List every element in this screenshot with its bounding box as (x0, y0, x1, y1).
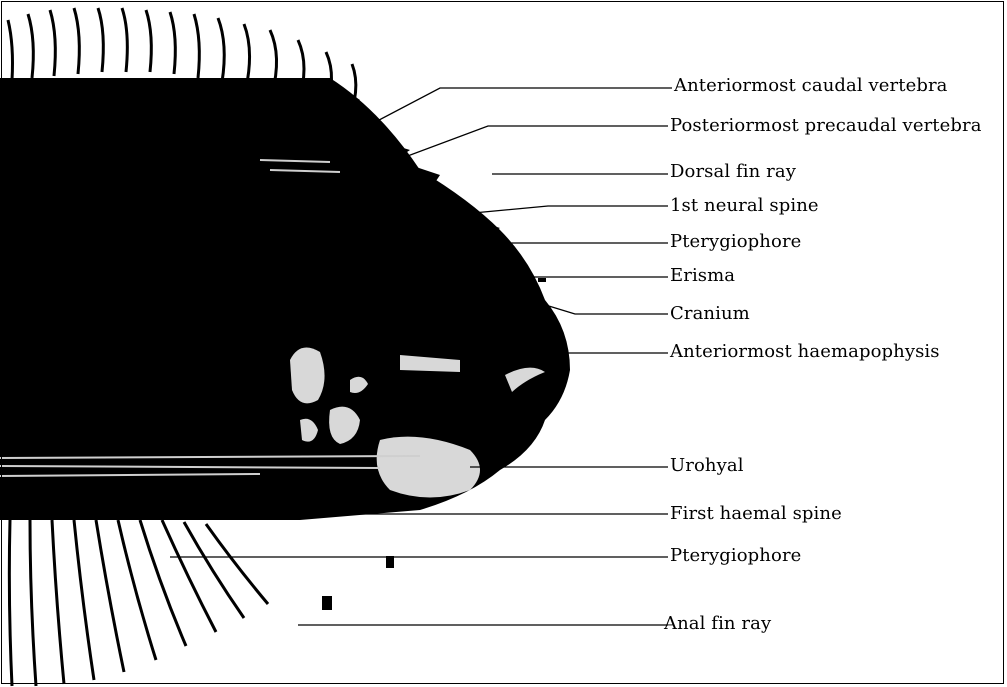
label-anal-fin-ray: Anal fin ray (664, 614, 771, 634)
label-pterygiophore-dorsal: Pterygiophore (670, 232, 801, 252)
label-first-neural-spine: 1st neural spine (670, 196, 819, 216)
body-silhouette (0, 78, 570, 520)
label-anteriormost-haemapophysis: Anteriormost haemapophysis (670, 342, 940, 362)
leader-line-first-neural-spine (452, 206, 668, 215)
label-anteriormost-caudal-vertebra: Anteriormost caudal vertebra (674, 76, 948, 96)
label-cranium: Cranium (670, 304, 750, 324)
label-dorsal-fin-ray: Dorsal fin ray (670, 162, 796, 182)
anal-fin-rays (9, 520, 268, 686)
label-posteriormost-precaudal-vertebra: Posteriormost precaudal vertebra (670, 116, 982, 136)
label-urohyal: Urohyal (670, 456, 744, 476)
label-pterygiophore-anal: Pterygiophore (670, 546, 801, 566)
label-first-haemal-spine: First haemal spine (670, 504, 842, 524)
label-erisma: Erisma (670, 266, 735, 286)
